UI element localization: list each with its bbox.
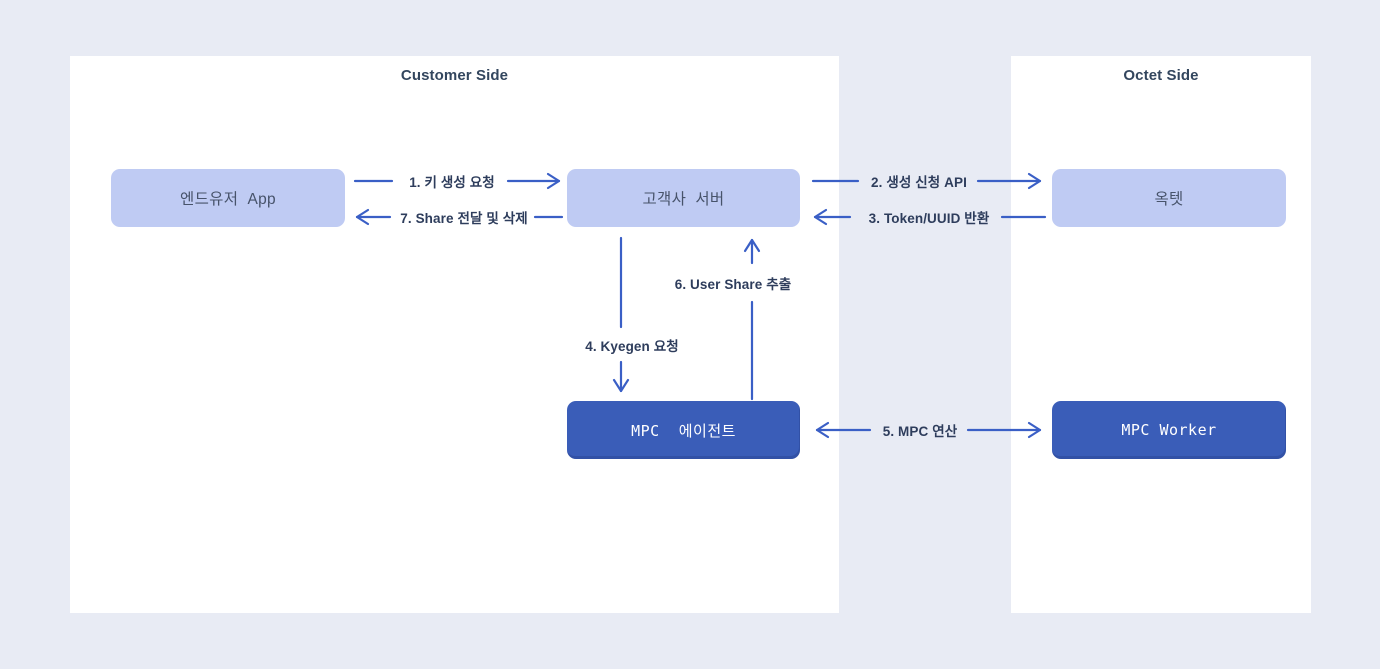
node-customer-server-label: 고객사 서버 — [642, 191, 725, 208]
flow-label-step5: 5. MPC 연산 — [882, 424, 958, 439]
node-octet-label: 옥텟 — [1154, 191, 1184, 208]
panel-octet-side: Octet Side — [1011, 56, 1311, 613]
node-mpc-worker: MPC Worker — [1052, 401, 1286, 459]
panel-title-octet: Octet Side — [1123, 67, 1199, 84]
node-mpc-agent-label: MPC 에이전트 — [631, 421, 736, 440]
panel-customer-side: Customer Side — [70, 56, 839, 613]
flow-label-step2: 2. 생성 신청 API — [871, 175, 967, 190]
node-end-user-app-label: 엔드유저 App — [180, 191, 276, 208]
panel-title-customer: Customer Side — [400, 67, 509, 84]
flow-label-step3: 3. Token/UUID 반환 — [868, 211, 990, 226]
node-octet: 옥텟 — [1052, 169, 1286, 227]
flow-label-step4: 4. Kyegen 요청 — [585, 339, 679, 354]
node-customer-server: 고객사 서버 — [567, 169, 800, 227]
flow-label-step7: 7. Share 전달 및 삭제 — [400, 211, 528, 226]
node-mpc-agent: MPC 에이전트 — [567, 401, 800, 459]
flow-label-step6: 6. User Share 추출 — [674, 277, 792, 292]
node-end-user-app: 엔드유저 App — [111, 169, 345, 227]
flow-label-step1: 1. 키 생성 요청 — [409, 175, 495, 190]
node-mpc-worker-label: MPC Worker — [1121, 421, 1217, 439]
